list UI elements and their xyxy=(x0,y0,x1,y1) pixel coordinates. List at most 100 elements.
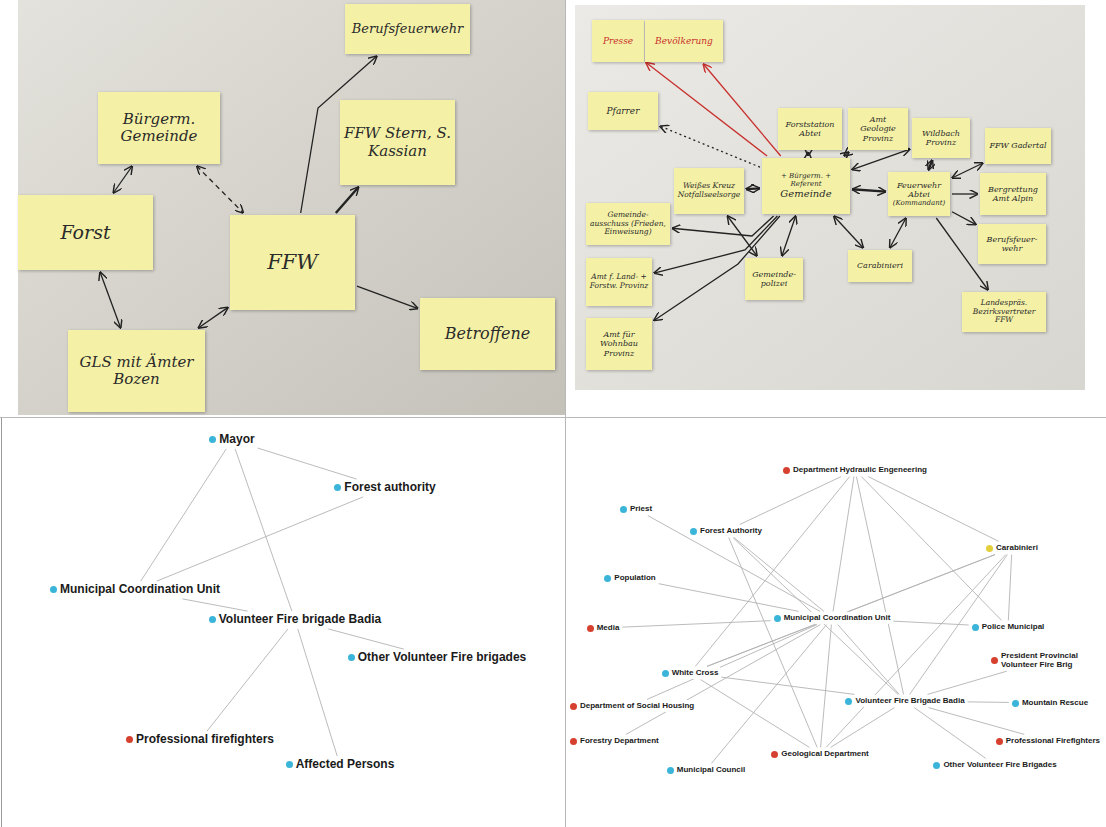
sticky-note: Feuerwehr Abtei(Kommandant) xyxy=(888,172,950,216)
network-edge xyxy=(821,625,832,748)
node-dot xyxy=(334,484,341,491)
arrow-connector xyxy=(727,216,757,256)
sticky-note: + Bürgerm. + ReferentGemeinde xyxy=(762,158,850,214)
network-node: Volunteer Fire brigade Badia xyxy=(207,612,383,628)
note-text: (Kommandant) xyxy=(893,199,946,207)
sticky-note: FFW Gadertal xyxy=(985,128,1051,164)
network-edge xyxy=(1008,555,1011,621)
network-node: Volunteer Fire Brigade Badia xyxy=(843,695,966,706)
sticky-note: FFW Stern, S. Kassian xyxy=(340,100,455,185)
arrow-connector xyxy=(660,126,760,167)
node-label: Municipal Coordination Unit xyxy=(60,583,220,597)
node-label: Geological Department xyxy=(781,749,869,758)
network-edge xyxy=(893,621,968,625)
network-edge xyxy=(740,477,841,525)
note-text: Betroffene xyxy=(445,325,531,343)
node-label: Municipal Council xyxy=(677,765,745,774)
arrow-connector xyxy=(844,152,849,156)
network-node: Population xyxy=(602,572,657,583)
sticky-note: Weißes Kreuz Notfallseelsorge xyxy=(674,168,744,214)
node-label: Municipal Coordination Unit xyxy=(784,613,891,622)
network-edge xyxy=(258,448,357,479)
arrow-connector xyxy=(672,216,774,236)
network-edge xyxy=(182,599,247,611)
node-label: Department of Social Housing xyxy=(580,701,694,710)
arrow-connector xyxy=(198,307,228,328)
arrow-connector xyxy=(834,216,864,248)
node-label: Police Municipal xyxy=(982,622,1045,631)
note-text: + Bürgerm. + Referent xyxy=(765,172,847,188)
node-label: Mayor xyxy=(219,433,254,447)
network-node: Department of Social Housing xyxy=(568,700,696,711)
sticky-note: Bevölkerung xyxy=(645,20,723,62)
node-label: Forest authority xyxy=(344,481,435,495)
node-dot xyxy=(1012,700,1019,707)
node-label: Other Volunteer Fire Brigades xyxy=(943,760,1056,769)
node-label: Department Hydraulic Engeneering xyxy=(793,465,927,474)
node-dot xyxy=(570,703,577,710)
sticky-note: Bergrettung Amt Alpin xyxy=(980,173,1046,215)
sticky-note: Landespräs. Bezirksvertreter FFW xyxy=(962,292,1046,332)
network-edge xyxy=(626,625,820,735)
network-node: Mountain Rescue xyxy=(1010,697,1090,708)
sticky-note: Carabinieri xyxy=(848,250,912,282)
note-text: Carabinieri xyxy=(857,261,903,270)
arrow-connector xyxy=(782,216,796,256)
node-label: Media xyxy=(597,623,620,632)
node-label: Mountain Rescue xyxy=(1022,698,1088,707)
network-node: Forestry Department xyxy=(568,735,661,746)
arrow-connector xyxy=(807,152,809,156)
sticky-note: Bürgerm. Gemeinde xyxy=(98,92,220,164)
network-node: Mayor xyxy=(207,432,256,448)
note-text: Gemeinde xyxy=(780,188,831,200)
network-edge xyxy=(648,516,820,612)
network-node: Other Volunteer Fire brigades xyxy=(346,650,528,666)
note-text: Amt Geologie Provinz xyxy=(851,115,905,143)
sticky-note: Forst xyxy=(18,195,153,270)
node-dot xyxy=(348,654,355,661)
node-label: Population xyxy=(614,573,655,582)
sticky-note: Amt für Wohnbau Provinz xyxy=(586,318,652,370)
network-node: Forest Authority xyxy=(688,525,764,536)
node-label: Affected Persons xyxy=(296,758,395,772)
network-edge xyxy=(929,708,1025,735)
network-node: Priest xyxy=(618,503,654,514)
sticky-note: Berufsfeuer- wehr xyxy=(978,224,1046,264)
node-label: Carabinieri xyxy=(996,543,1038,552)
node-dot xyxy=(690,528,697,535)
network-node: Professional firefighters xyxy=(124,732,276,748)
arrow-connector xyxy=(952,163,983,178)
network-edge xyxy=(826,555,1006,748)
note-text: FFW Gadertal xyxy=(989,141,1046,150)
panel-border xyxy=(1,418,2,827)
network-edge xyxy=(622,621,770,627)
note-text: FFW xyxy=(267,250,318,274)
network-edge xyxy=(914,708,985,759)
network-edge xyxy=(734,538,824,612)
node-dot xyxy=(209,616,216,623)
node-dot xyxy=(620,506,627,513)
network-edge xyxy=(838,625,899,695)
network-edge xyxy=(707,555,995,667)
node-dot xyxy=(50,586,57,593)
node-label: Professional firefighters xyxy=(136,733,274,747)
node-dot xyxy=(587,625,594,632)
arrow-connector xyxy=(952,193,978,194)
node-dot xyxy=(783,467,790,474)
network-edge xyxy=(711,625,826,764)
arrow-connector xyxy=(336,187,359,213)
node-dot xyxy=(972,624,979,631)
sticky-note: FFW xyxy=(230,215,355,310)
network-node: Media xyxy=(585,622,622,633)
network-edge xyxy=(659,584,799,612)
network-edge xyxy=(733,538,898,695)
arrow-connector xyxy=(703,64,780,156)
node-dot xyxy=(774,615,781,622)
sticky-note: Presse xyxy=(592,20,644,62)
sticky-note: Amt f. Land- + Forstw. Provinz xyxy=(586,258,652,306)
arrow-connector xyxy=(852,149,910,170)
arrow-connector xyxy=(746,187,760,190)
node-label: White Cross xyxy=(672,668,719,677)
network-edge xyxy=(833,477,854,612)
